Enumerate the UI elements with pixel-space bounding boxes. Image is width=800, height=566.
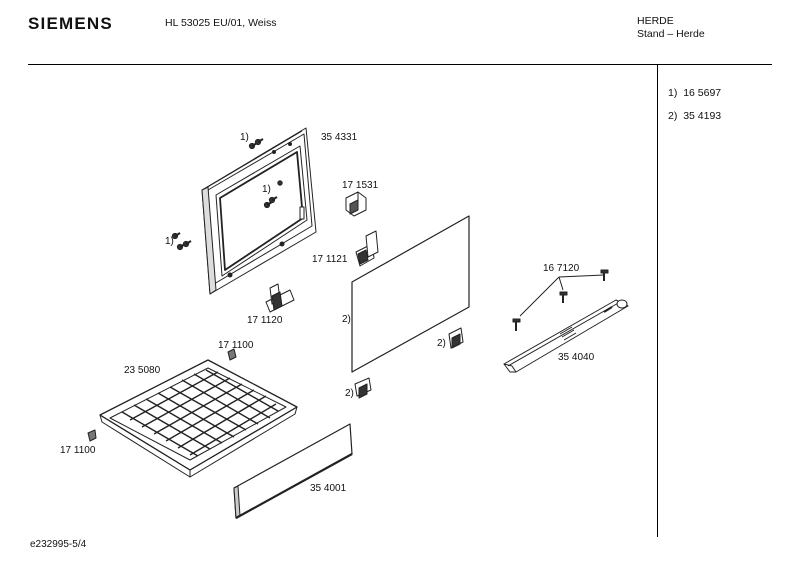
label-screw-ref-left: 1) [165, 236, 174, 247]
hinge-17-1531 [345, 191, 367, 217]
label-clip-ref-bottom: 2) [345, 388, 354, 399]
label-tray-clip: 17 1100 [218, 340, 254, 351]
label-tray: 23 5080 [124, 365, 161, 376]
legend-item-2: 2) 35 4193 [668, 110, 721, 122]
model-title: HL 53025 EU/01, Weiss [165, 17, 277, 29]
document-code: e232995-5/4 [30, 539, 87, 550]
label-drawer-front: 35 4001 [310, 483, 347, 494]
category-label: HERDE [637, 15, 674, 27]
subcategory-label: Stand – Herde [637, 28, 705, 40]
tray-clip-top [227, 348, 237, 361]
legend-value: 35 4193 [683, 110, 722, 122]
legend-key: 1) [668, 87, 678, 99]
drawer-front-panel [233, 423, 353, 519]
header-divider [28, 64, 772, 65]
legend-value: 16 5697 [683, 87, 722, 99]
glass-clip-right [448, 327, 464, 349]
legend-key: 2) [668, 110, 678, 122]
label-door-frame: 35 4331 [321, 132, 358, 143]
label-handle: 35 4040 [558, 352, 595, 363]
label-clip-ref-right: 2) [437, 338, 446, 349]
label-screw-ref-mid: 1) [262, 184, 271, 195]
label-screw: 16 7120 [543, 263, 580, 274]
label-hinge-mid: 17 1121 [312, 254, 348, 265]
legend-item-1: 1) 16 5697 [668, 87, 721, 99]
label-screw-ref-top: 1) [240, 132, 249, 143]
glass-panel [351, 215, 470, 373]
label-hinge-top: 17 1531 [342, 180, 379, 191]
screws-16-7120 [512, 269, 609, 331]
label-tray-clip-left: 17 1100 [60, 445, 96, 456]
baking-tray [99, 359, 298, 478]
label-hinge-bottom: 17 1120 [247, 315, 283, 326]
hinge-17-1121 [355, 230, 379, 267]
glass-clip-bottom [354, 377, 372, 399]
label-glass-ref: 2) [342, 314, 351, 325]
hinge-17-1120 [265, 283, 295, 313]
screws-16-5697 [171, 138, 283, 251]
legend-divider [657, 65, 658, 537]
tray-clip-left [87, 429, 97, 442]
door-handle [503, 299, 629, 373]
door-frame-part [201, 127, 317, 295]
brand-logo: SIEMENS [28, 14, 113, 33]
